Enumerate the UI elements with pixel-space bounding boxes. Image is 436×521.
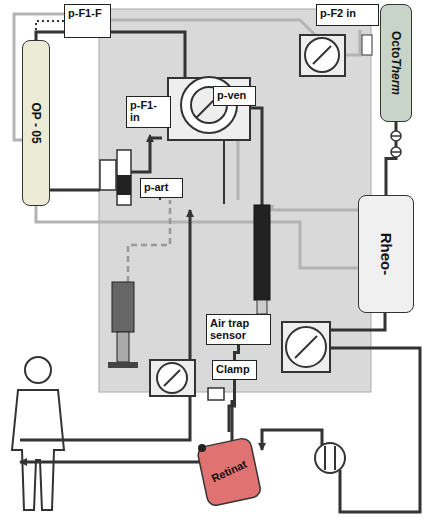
tube <box>50 189 100 192</box>
machine-panel <box>99 9 371 392</box>
tube <box>330 348 420 512</box>
filter-housing <box>100 160 116 190</box>
node-label: p-ven <box>217 89 252 101</box>
tube <box>272 205 358 210</box>
syringe <box>112 282 134 332</box>
text-group: OctoTherm <box>389 31 403 95</box>
plunger <box>117 332 129 362</box>
plunger-head <box>108 362 138 368</box>
sensor-block <box>362 35 372 55</box>
text-group: p-F1-F <box>65 5 110 21</box>
pressure-label: p-F1- in <box>126 96 171 128</box>
head <box>25 357 51 383</box>
valve-bar <box>391 151 401 153</box>
pump-housing <box>282 322 330 372</box>
pressure-label: p-F2 in <box>316 4 379 26</box>
pump-arm <box>164 370 180 386</box>
text-group: p-F1- in <box>127 97 170 125</box>
node-label: p-art <box>144 181 179 193</box>
pump-housing <box>300 35 345 76</box>
valve-bar <box>391 135 401 137</box>
node-label: Air trap sensor <box>210 317 267 341</box>
tubing-connector <box>229 380 235 432</box>
adsorber-column: OP - 05 <box>22 40 50 206</box>
node-label: OP - 05 <box>29 102 43 143</box>
valve-bar <box>334 446 336 470</box>
tube <box>262 430 322 450</box>
tube <box>110 20 318 38</box>
tube <box>345 30 360 55</box>
node-label: p-F1- in <box>130 99 167 123</box>
text-group: p-F2 in <box>317 5 378 21</box>
node-label: Therm <box>389 58 403 95</box>
chamber-fill <box>117 175 131 195</box>
filtrate-pump <box>286 327 326 367</box>
heater-cylinder: OctoTherm <box>380 4 412 122</box>
dark-tubing <box>20 32 420 512</box>
sensor-box: Air trap sensor <box>206 314 271 345</box>
pump-arm <box>313 46 331 64</box>
tube <box>237 140 240 200</box>
clamp-block <box>208 388 224 400</box>
chamber-outlet <box>257 300 267 314</box>
plasma-pump <box>305 38 339 72</box>
pump-housing <box>150 360 195 396</box>
patient-figure <box>12 357 64 510</box>
heparin-pump <box>157 363 187 393</box>
tube <box>20 210 190 440</box>
node-label: p-F1-F <box>68 7 107 19</box>
tube <box>330 312 385 330</box>
chamber <box>117 150 131 205</box>
tube <box>130 138 162 172</box>
text-group: OP - 05 <box>29 102 43 143</box>
venous-chamber <box>254 205 270 300</box>
valve-bar <box>324 446 326 470</box>
pumps <box>150 35 345 473</box>
pressure-label: p-F1-F <box>64 4 111 38</box>
tubing-connector <box>235 345 239 360</box>
node-label: Octo <box>389 31 403 58</box>
pressure-label: p-ven <box>213 86 256 106</box>
text-group: Clamp <box>213 361 256 377</box>
node-label: Clamp <box>216 363 253 375</box>
p-f1-arrow <box>149 135 151 142</box>
tube <box>36 32 185 78</box>
text-group: Rheo- <box>378 233 395 276</box>
text-group: p-art <box>141 179 182 195</box>
valve-symbol <box>391 131 401 141</box>
pump-arm <box>295 336 317 358</box>
pressure-label: p-art <box>140 178 183 198</box>
clamp-box: Clamp <box>212 360 257 380</box>
tube <box>36 206 358 268</box>
text-group: Air trap sensor <box>207 315 270 343</box>
filter-cylinder: Rheo- <box>358 195 414 313</box>
syringe-pump <box>108 282 138 368</box>
bag-body <box>197 437 262 507</box>
body <box>12 390 64 510</box>
valve-symbol <box>315 443 345 473</box>
text-group: p-ven <box>214 87 255 103</box>
dashed-tube <box>128 200 170 282</box>
bag-port <box>198 444 206 452</box>
node-label: p-F2 in <box>320 7 375 19</box>
light-tubing <box>14 14 360 268</box>
retinat-bag: Retinat <box>196 432 262 510</box>
valve-symbol <box>391 147 401 157</box>
tubing-connector <box>36 21 64 40</box>
node-label: Rheo- <box>378 233 395 276</box>
